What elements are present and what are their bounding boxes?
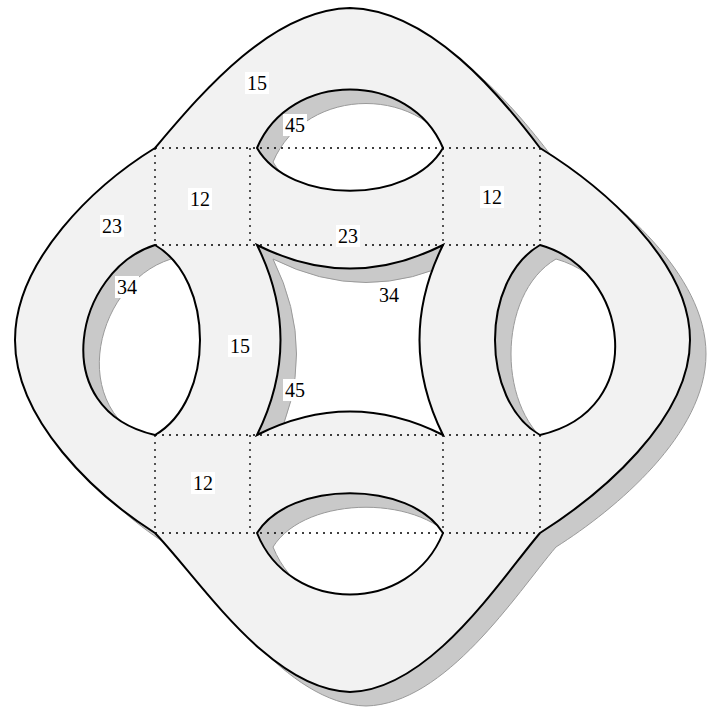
edge-label: 15 [245,72,269,94]
edge-label: 12 [188,188,212,210]
edge-label: 12 [480,186,504,208]
edge-label: 34 [115,276,139,298]
edge-label: 23 [100,215,124,237]
dotted-squares [155,148,540,533]
edge-label: 15 [228,335,252,357]
edge-label: 45 [283,114,307,136]
edge-label: 23 [336,225,360,247]
surface [15,8,690,692]
edge-label: 45 [283,379,307,401]
edge-label: 34 [377,284,401,306]
edge-label: 12 [191,472,215,494]
